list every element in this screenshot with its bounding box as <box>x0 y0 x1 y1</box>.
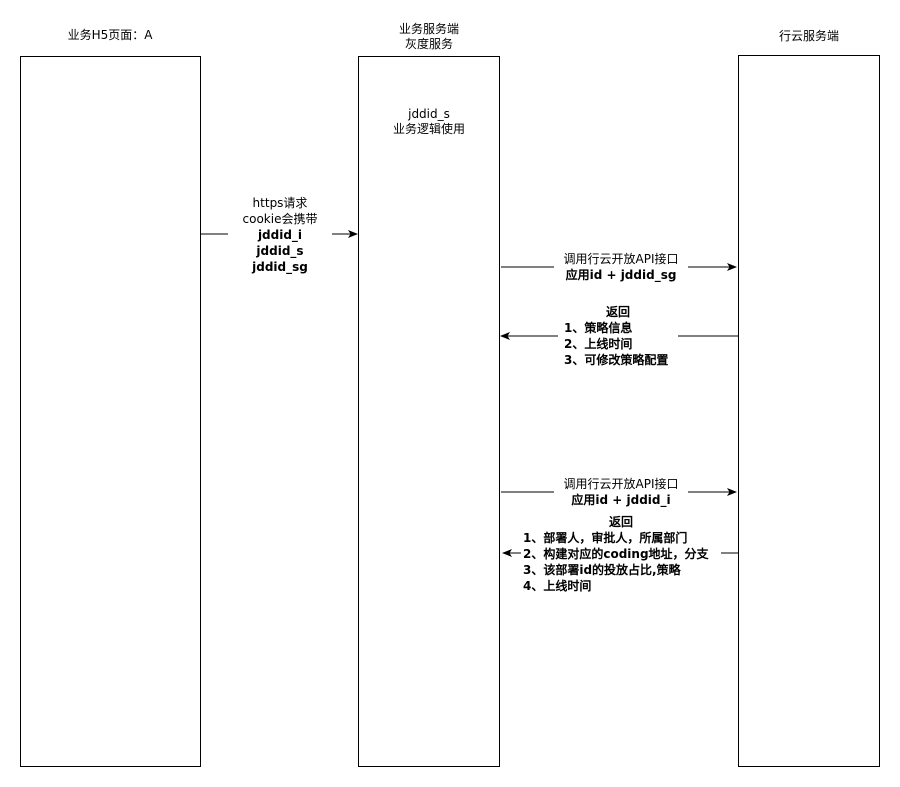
xingyun-lane-title: 行云服务端 <box>778 29 839 43</box>
call1-line2: 应用id + jddid_sg <box>565 268 677 282</box>
request-line1: https请求 <box>252 196 308 210</box>
return1-item2: 2、上线时间 <box>564 337 633 351</box>
server-title-line2: 灰度服务 <box>404 37 453 51</box>
return2-item3: 3、该部署id的投放占比,策略 <box>523 563 681 577</box>
server-lane <box>358 56 500 767</box>
call1-label: 调用行云开放API接口 应用id + jddid_sg <box>554 251 688 283</box>
return1-label: 返回 1、策略信息 2、上线时间 3、可修改策略配置 <box>558 304 678 368</box>
request-cookie-jddid-s: jddid_s <box>256 244 304 258</box>
server-note-line1: jddid_s <box>408 107 450 121</box>
call2-label: 调用行云开放API接口 应用id + jddid_i <box>554 476 688 508</box>
server-lane-note: jddid_s 业务逻辑使用 <box>358 107 500 137</box>
return2-label: 返回 1、部署人，审批人，所属部门 2、构建对应的coding地址，分支 3、该… <box>521 514 721 594</box>
return1-title: 返回 <box>605 305 630 319</box>
server-title-line1: 业务服务端 <box>398 22 459 36</box>
xingyun-lane <box>738 55 880 767</box>
call2-line2: 应用id + jddid_i <box>571 493 671 507</box>
client-lane-title: 业务H5页面：A <box>67 28 153 42</box>
client-lane <box>20 56 201 767</box>
return1-item3: 3、可修改策略配置 <box>564 353 669 367</box>
return1-item1: 1、策略信息 <box>564 321 633 335</box>
server-lane-title: 业务服务端 灰度服务 <box>358 22 500 52</box>
request-cookie-jddid-i: jddid_i <box>257 228 303 242</box>
request-line2: cookie会携带 <box>242 212 318 226</box>
return2-title: 返回 <box>608 515 633 529</box>
return2-item1: 1、部署人，审批人，所属部门 <box>523 531 688 545</box>
server-note-line2: 业务逻辑使用 <box>392 122 465 136</box>
call1-line1: 调用行云开放API接口 <box>563 252 679 266</box>
return2-item2: 2、构建对应的coding地址，分支 <box>523 547 709 561</box>
return2-item4: 4、上线时间 <box>523 579 592 593</box>
call2-line1: 调用行云开放API接口 <box>563 477 679 491</box>
request-label: https请求 cookie会携带 jddid_i jddid_s jddid_… <box>228 195 332 275</box>
request-cookie-jddid-sg: jddid_sg <box>252 260 308 274</box>
